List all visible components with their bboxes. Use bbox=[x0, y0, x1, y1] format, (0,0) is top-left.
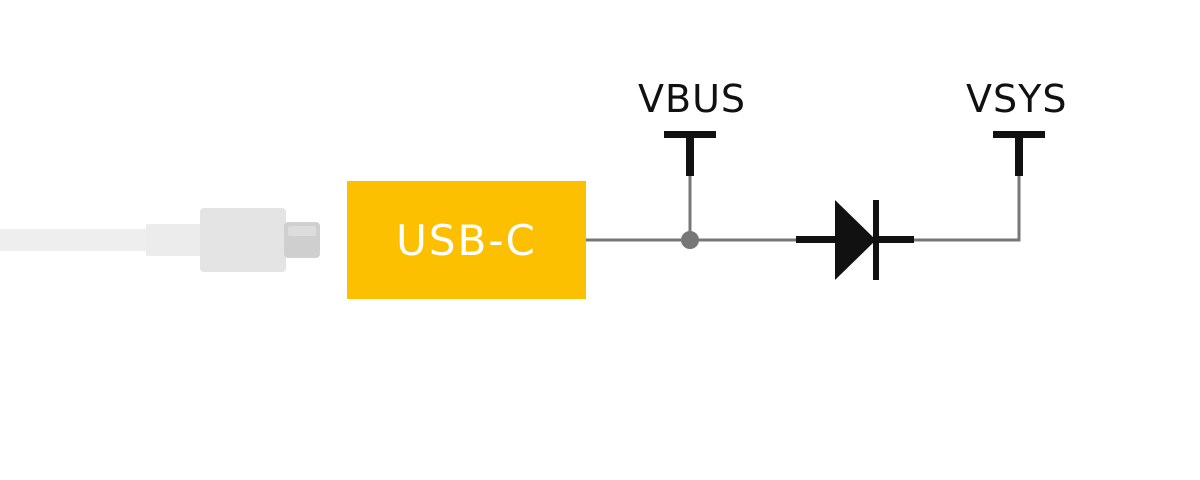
diode-cathode-lead bbox=[876, 236, 914, 243]
vbus-terminal-stem bbox=[686, 131, 694, 176]
vbus-terminal-icon bbox=[664, 131, 716, 176]
wire-diode-to-vsys bbox=[910, 175, 1021, 242]
plug-body bbox=[200, 208, 286, 272]
usb-c-connector-box: USB-C bbox=[347, 181, 586, 299]
usb-c-label: USB-C bbox=[396, 215, 537, 265]
vsys-label: VSYS bbox=[966, 77, 1068, 121]
vbus-label: VBUS bbox=[638, 77, 746, 121]
usb-c-cable-icon bbox=[0, 208, 320, 272]
vsys-terminal-icon bbox=[993, 131, 1045, 176]
vsys-terminal-stem bbox=[1015, 131, 1023, 176]
cable-wire bbox=[0, 229, 150, 251]
plug-tip-highlight bbox=[288, 226, 316, 236]
diode-icon bbox=[796, 200, 914, 280]
cable-strain-relief bbox=[146, 224, 204, 256]
diode-anode-lead bbox=[796, 236, 838, 243]
diode-triangle bbox=[835, 200, 876, 280]
wires bbox=[586, 175, 1021, 242]
junction-dot bbox=[681, 231, 699, 249]
